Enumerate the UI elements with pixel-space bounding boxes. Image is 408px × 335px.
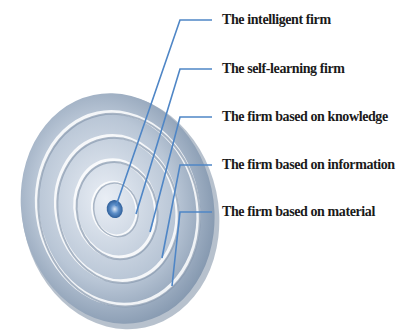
level-label: The firm based on material [222,204,375,219]
level-label: The self-learning firm [222,61,345,76]
level-label: The firm based on information [222,157,395,172]
leader-lines [116,20,212,286]
level-label: The firm based on knowledge [222,109,388,124]
level-label: The intelligent firm [222,12,331,27]
